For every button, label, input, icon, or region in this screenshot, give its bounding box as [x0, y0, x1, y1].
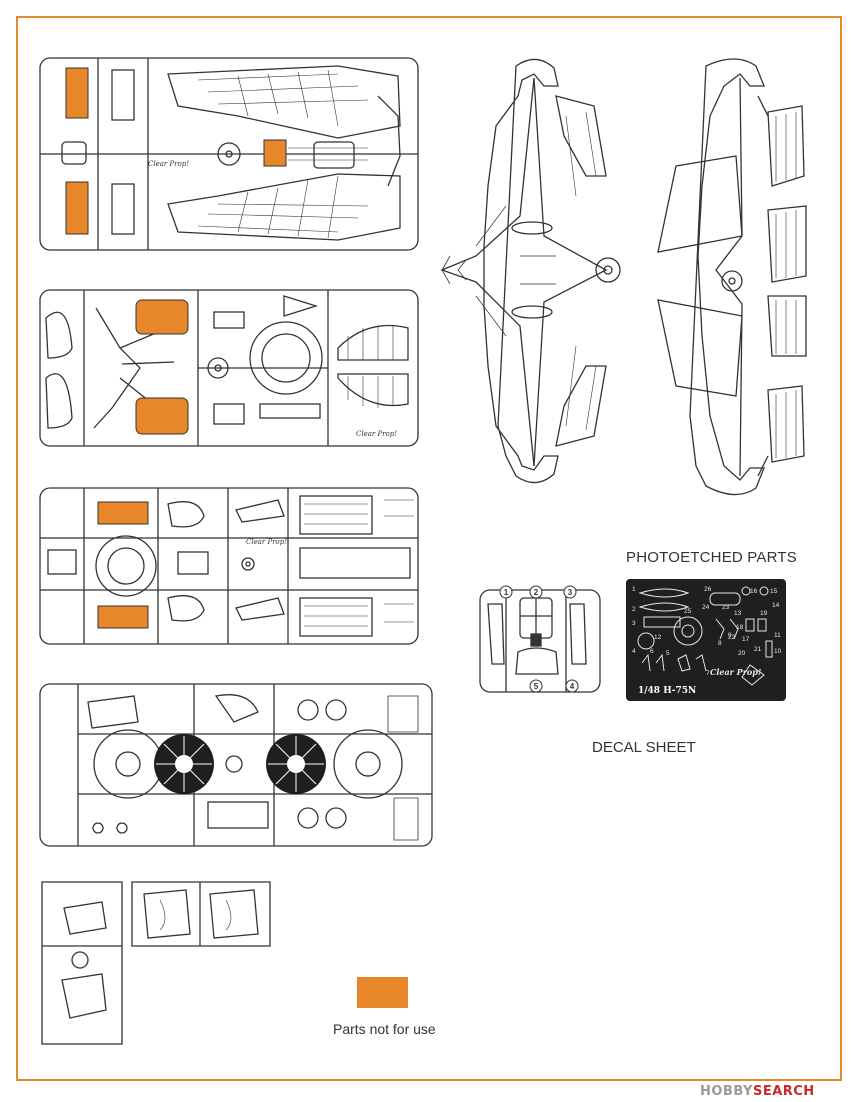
- pe-part-3: 3: [632, 620, 636, 627]
- page-border: [16, 16, 842, 1081]
- pe-part-25: 25: [684, 608, 692, 615]
- pe-part-17: 17: [742, 636, 750, 643]
- pe-part-18: 18: [736, 624, 744, 631]
- sprue-brand-mark: Clear Prop!: [356, 430, 397, 438]
- pe-part-15: 15: [770, 588, 778, 595]
- canopy-number-3: 3: [568, 588, 573, 597]
- photoetched-parts-title: PHOTOETCHED PARTS: [626, 549, 797, 566]
- highlight-part: [97, 605, 149, 629]
- pe-part-21: 21: [754, 646, 762, 653]
- canopy-number-4: 4: [570, 682, 575, 691]
- pe-part-14: 14: [772, 602, 780, 609]
- highlight-part: [97, 501, 149, 525]
- decal-sheet-title: DECAL SHEET: [592, 739, 696, 756]
- pe-part-19: 19: [760, 610, 768, 617]
- highlight-part: [65, 181, 89, 235]
- highlight-part: [135, 397, 189, 435]
- watermark-suffix: SEARCH: [752, 1084, 815, 1099]
- sprue-cockpit: Clear Prop!: [39, 487, 419, 645]
- pe-part-8: 8: [718, 640, 722, 647]
- canopy-number-2: 2: [534, 588, 539, 597]
- photoetched-sheet: 1 2 3 4 5 6 7 8 9 10 11 12 13 14 15 16 1…: [626, 579, 786, 701]
- sprue-brand-mark: Clear Prop!: [246, 538, 287, 546]
- sprue-engine: [39, 683, 433, 847]
- sprue-brand-mark: Clear Prop!: [148, 160, 189, 168]
- canopy-number-1: 1: [504, 588, 509, 597]
- pe-part-12: 12: [654, 634, 662, 641]
- sprue-wing-lower: [657, 58, 807, 496]
- highlight-part: [263, 139, 287, 167]
- pe-part-9: 9: [728, 632, 732, 639]
- pe-part-16: 16: [750, 588, 758, 595]
- pe-part-5: 5: [666, 650, 670, 657]
- pe-part-10: 10: [774, 648, 782, 655]
- pe-scale-label: 1/48 H-75N: [638, 686, 696, 696]
- highlight-part: [65, 67, 89, 119]
- pe-part-13: 13: [734, 610, 742, 617]
- pe-part-22: 22: [728, 634, 736, 641]
- pe-part-1: 1: [632, 586, 636, 593]
- pe-part-6: 6: [650, 648, 654, 655]
- watermark-brand: HOBBY: [700, 1084, 753, 1099]
- pe-part-7: 7: [706, 670, 710, 677]
- sprue-fuselage: Clear Prop!: [39, 57, 419, 251]
- pe-part-2: 2: [632, 606, 636, 613]
- legend-text: Parts not for use: [333, 1021, 436, 1037]
- sprue-wing-upper: [440, 58, 621, 484]
- pe-brand-mark: Clear Prop!: [710, 667, 762, 677]
- canopy-frame: 1 2 3 4 5: [479, 585, 601, 693]
- orange-square-icon: [357, 977, 408, 1008]
- sprue-propeller: Clear Prop!: [39, 289, 419, 447]
- canopy-number-5: 5: [534, 682, 539, 691]
- pe-part-23: 23: [722, 604, 730, 611]
- sprue-small: [41, 881, 271, 1045]
- watermark: HOBBYSEARCH: [700, 1084, 815, 1099]
- pe-part-20: 20: [738, 650, 746, 657]
- pe-part-24: 24: [702, 604, 710, 611]
- highlight-part: [135, 299, 189, 335]
- pe-part-26: 26: [704, 586, 712, 593]
- pe-part-4: 4: [632, 648, 636, 655]
- pe-part-11: 11: [774, 632, 781, 639]
